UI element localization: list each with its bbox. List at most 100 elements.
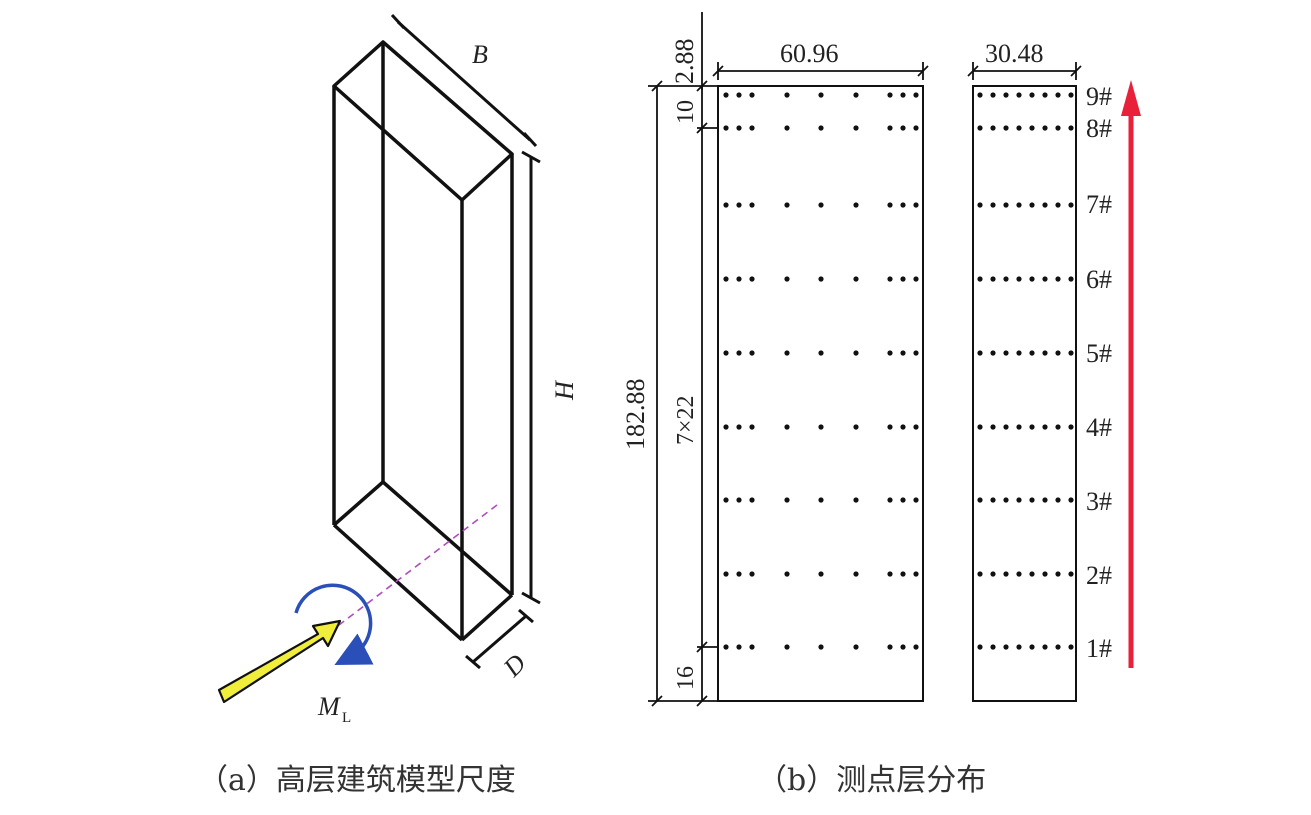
moment-label-subscript: L: [342, 710, 351, 726]
measurement-point: [990, 276, 996, 282]
measurement-point: [1016, 644, 1022, 650]
measurement-point: [1042, 125, 1048, 131]
measurement-point: [1016, 92, 1022, 98]
measurement-point: [1055, 276, 1061, 282]
building-edge: [381, 480, 514, 597]
measurement-point: [990, 497, 996, 503]
measurement-point: [913, 276, 919, 282]
measurement-point: [1042, 497, 1048, 503]
measurement-point: [736, 350, 742, 356]
measurement-point: [853, 497, 859, 503]
measurement-point: [1042, 276, 1048, 282]
measurement-point: [736, 202, 742, 208]
side-face-outline: [972, 85, 1077, 702]
measurement-point: [723, 202, 729, 208]
dimension-D: [465, 608, 534, 670]
measurement-point: [723, 92, 729, 98]
measurement-point: [887, 125, 893, 131]
measurement-point: [990, 350, 996, 356]
level-label-6: 6#: [1086, 265, 1112, 294]
measurement-point: [1042, 424, 1048, 430]
measurement-point: [1003, 276, 1009, 282]
dimension-bottom-spacing-label: 16: [673, 666, 699, 690]
dimension-level-spacing: [696, 80, 718, 707]
front-face-outline: [717, 85, 924, 702]
measurement-point: [1068, 644, 1074, 650]
building-model: [332, 40, 514, 642]
measurement-point: [990, 202, 996, 208]
measurement-point: [913, 644, 919, 650]
moment-axis-line: [334, 504, 498, 629]
measurement-point: [900, 644, 906, 650]
measurement-point: [900, 424, 906, 430]
measurement-point: [1068, 571, 1074, 577]
level-label-5: 5#: [1086, 339, 1112, 368]
measurement-point: [1029, 644, 1035, 650]
measurement-point: [1003, 202, 1009, 208]
measurement-point: [1016, 424, 1022, 430]
measurement-point: [818, 644, 824, 650]
measurement-point: [853, 571, 859, 577]
measurement-point: [1055, 644, 1061, 650]
measurement-point: [1016, 276, 1022, 282]
measurement-point: [977, 497, 983, 503]
measurement-point: [913, 497, 919, 503]
measurement-point: [913, 571, 919, 577]
measurement-point: [1055, 424, 1061, 430]
building-edge: [332, 523, 464, 642]
measurement-point: [900, 92, 906, 98]
measurement-point: [818, 92, 824, 98]
measurement-point: [1042, 92, 1048, 98]
level-label-9: 9#: [1086, 82, 1112, 111]
measurement-point: [818, 202, 824, 208]
measurement-point: [1003, 644, 1009, 650]
measurement-point: [853, 125, 859, 131]
level-label-1: 1#: [1086, 634, 1112, 663]
measurement-point: [818, 276, 824, 282]
measurement-point: [977, 571, 983, 577]
measurement-point: [887, 644, 893, 650]
measurement-point: [853, 350, 859, 356]
dimension-B-label: B: [472, 40, 488, 69]
measurement-point: [853, 202, 859, 208]
measurement-point: [784, 644, 790, 650]
measurement-point: [1003, 125, 1009, 131]
measurement-point: [990, 125, 996, 131]
dimension-top-spacing-label: 10: [673, 100, 699, 124]
measurement-point: [1042, 350, 1048, 356]
dimension-front-width-label: 60.96: [780, 39, 839, 68]
measurement-point: [977, 92, 983, 98]
measurement-point: [1029, 202, 1035, 208]
moment-label: M: [317, 692, 341, 721]
measurement-point: [990, 92, 996, 98]
dimension-top-gap-label: 2.88: [670, 39, 699, 85]
wind-direction-arrow: [217, 619, 342, 704]
dimension-D-label: D: [497, 648, 532, 683]
measurement-point: [1003, 424, 1009, 430]
measurement-point: [977, 202, 983, 208]
measurement-point: [1042, 644, 1048, 650]
measurement-point: [977, 125, 983, 131]
measurement-point: [1016, 202, 1022, 208]
measurement-point: [1016, 350, 1022, 356]
dimension-mid-spacing-label: 7×22: [673, 395, 699, 445]
measurement-point: [784, 424, 790, 430]
measurement-point: [736, 497, 742, 503]
measurement-point: [1016, 497, 1022, 503]
measurement-point: [1029, 497, 1035, 503]
measurement-point: [1055, 571, 1061, 577]
measurement-point: [1042, 571, 1048, 577]
measurement-point: [784, 202, 790, 208]
height-direction-arrow: [1121, 80, 1141, 668]
measurement-point: [784, 276, 790, 282]
measurement-point: [1003, 497, 1009, 503]
measurement-point: [749, 92, 755, 98]
level-label-2: 2#: [1086, 561, 1112, 590]
measurement-point: [1055, 202, 1061, 208]
measurement-point: [1068, 125, 1074, 131]
measurement-point: [723, 497, 729, 503]
measurement-point: [1068, 497, 1074, 503]
measurement-point: [818, 571, 824, 577]
measurement-point: [1068, 350, 1074, 356]
